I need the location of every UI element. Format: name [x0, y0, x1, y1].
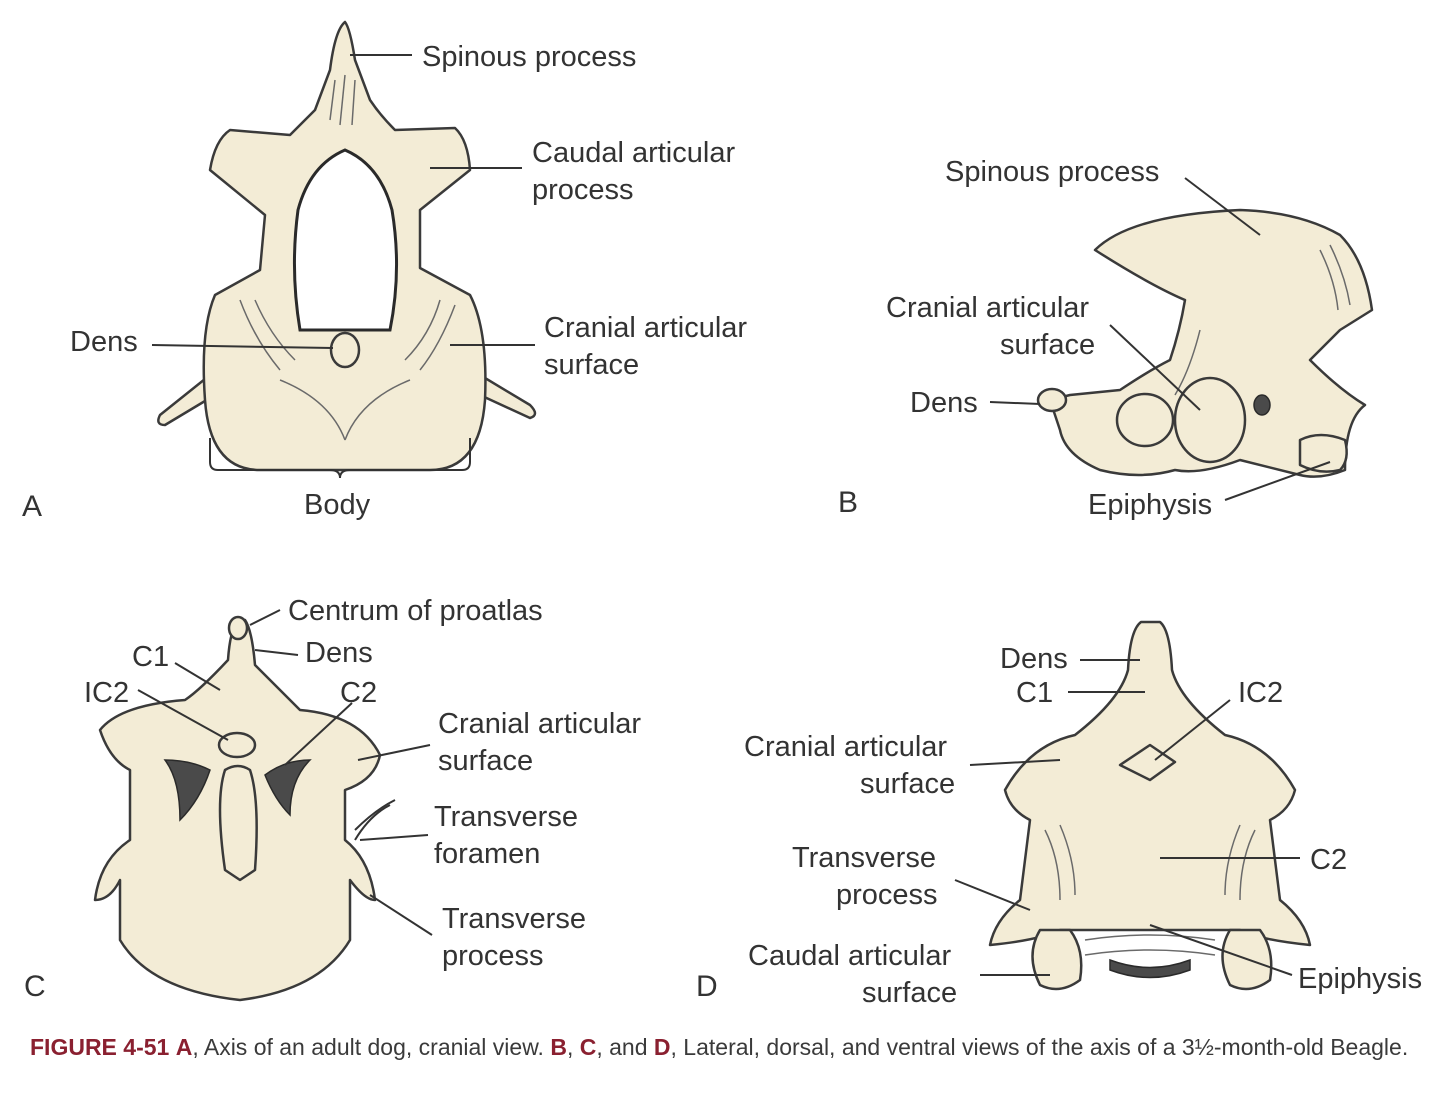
- panel-c-centrum-of-proatlas-label: Centrum of proatlas: [288, 595, 543, 627]
- panel-c-leaders: [137, 609, 433, 936]
- panel-d-epiphysis-label: Epiphysis: [1298, 963, 1422, 995]
- caption-d-letter: D: [653, 1034, 671, 1060]
- panel-c-c2-label: C2: [340, 677, 377, 709]
- panel-b-dens-label: Dens: [910, 387, 978, 419]
- panel-a-caudal-articular-label: Caudal articular: [532, 137, 735, 169]
- caption-sep-1: ,: [566, 1034, 580, 1060]
- axis-vertebra-figure: Spinous process Caudal articular process…: [22, 20, 1422, 1009]
- panel-d-transverse-process-label-2: process: [836, 879, 938, 911]
- panel-c-illustration: [93, 615, 396, 1002]
- panel-b-leaders: [989, 177, 1331, 501]
- panel-a-dens-label: Dens: [70, 326, 138, 358]
- panel-d-transverse-process-label: Transverse: [792, 842, 936, 874]
- panel-a-caudal-articular-label-2: process: [532, 174, 634, 206]
- panel-d-cranial-articular-label: Cranial articular: [744, 731, 947, 763]
- panel-b-cranial-articular-label: Cranial articular: [886, 292, 1089, 324]
- panel-d-caudal-articular-label-2: surface: [862, 977, 957, 1009]
- panel-d-c1-label: C1: [1016, 677, 1053, 709]
- caption-sep-2: , and: [596, 1034, 654, 1060]
- panel-a-leaders: [151, 54, 535, 349]
- panel-d-c2-label: C2: [1310, 844, 1347, 876]
- panel-d-cranial-articular-label-2: surface: [860, 768, 955, 800]
- panel-c-ic2-label: IC2: [84, 677, 129, 709]
- panel-b-illustration: [1036, 208, 1374, 478]
- panel-c-cranial-articular-label: Cranial articular: [438, 708, 641, 740]
- panel-c-c1-label: C1: [132, 641, 169, 673]
- panel-d-leaders: [954, 659, 1300, 976]
- caption-figure-label: FIGURE 4-51: [30, 1034, 170, 1060]
- panel-a-body-label: Body: [304, 489, 371, 521]
- caption-rest: , Lateral, dorsal, and ventral views of …: [670, 1034, 1409, 1060]
- panel-c-cranial-articular-label-2: surface: [438, 745, 533, 777]
- panel-a-spinous-process-label: Spinous process: [422, 41, 636, 73]
- panel-b-letter: B: [838, 486, 858, 519]
- panel-b-cranial-articular-label-2: surface: [1000, 329, 1095, 361]
- panel-d-illustration: [988, 620, 1312, 991]
- panel-d-dens-label: Dens: [1000, 643, 1068, 675]
- panel-b-spinous-process-label: Spinous process: [945, 156, 1159, 188]
- panel-d-ic2-label: IC2: [1238, 677, 1283, 709]
- panel-d-caudal-articular-label: Caudal articular: [748, 940, 951, 972]
- caption-b-letter: B: [550, 1034, 567, 1060]
- caption-a-text: , Axis of an adult dog, cranial view.: [192, 1034, 551, 1060]
- figure-caption: FIGURE 4-51 A, Axis of an adult dog, cra…: [30, 1028, 1425, 1066]
- panel-c-transverse-foramen-label: Transverse: [434, 801, 578, 833]
- panel-d-letter: D: [696, 970, 718, 1003]
- caption-a-letter: A: [175, 1034, 193, 1060]
- panel-c-dens-label: Dens: [305, 637, 373, 669]
- panel-a-cranial-articular-label-2: surface: [544, 349, 639, 381]
- panel-a-cranial-articular-label: Cranial articular: [544, 312, 747, 344]
- panel-c-letter: C: [24, 970, 46, 1003]
- caption-c-letter: C: [579, 1034, 597, 1060]
- panel-a-letter: A: [22, 490, 42, 523]
- panel-c-transverse-process-label: Transverse: [442, 903, 586, 935]
- panel-a-illustration: [157, 20, 537, 479]
- panel-c-transverse-foramen-label-2: foramen: [434, 838, 540, 870]
- panel-b-epiphysis-label: Epiphysis: [1088, 489, 1212, 521]
- panel-c-transverse-process-label-2: process: [442, 940, 544, 972]
